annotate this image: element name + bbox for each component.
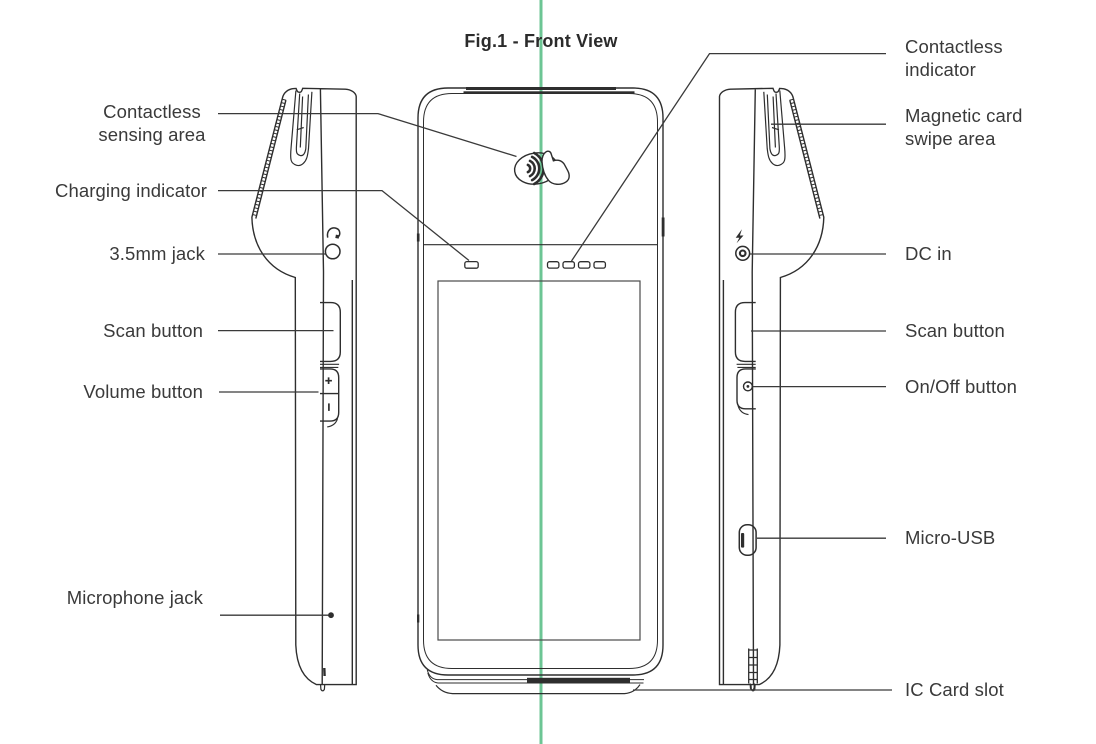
- contactless-waves: [526, 151, 545, 186]
- right-side-view-details: [735, 229, 758, 691]
- left-side-view: [251, 87, 357, 692]
- label-microphone-jack: Microphone jack: [66, 587, 203, 608]
- label-ic-card-slot: IC Card slot: [905, 679, 1004, 700]
- jack-opening: [324, 243, 341, 260]
- label-on-off-button: On/Off button: [905, 376, 1018, 397]
- volume-rocker: [320, 368, 340, 428]
- label-contactless-indicator: Contactless indicator: [905, 36, 1003, 80]
- microphone-hole: [328, 612, 334, 619]
- magnetic-swipe-channel: [763, 89, 786, 167]
- power-button-icon: [742, 381, 754, 392]
- figure-title: Fig.1 - Front View: [464, 31, 618, 51]
- right-side-view: [718, 87, 825, 692]
- dc-in-port: [735, 229, 751, 261]
- edge-mark: [416, 233, 420, 242]
- leader-contactless-indicator: [570, 52, 886, 262]
- tapping-hand-icon: [541, 150, 570, 185]
- contactless-payment-icon: [513, 150, 570, 186]
- label-scan-button-left: Scan button: [103, 320, 203, 341]
- edge-mark: [417, 614, 420, 623]
- power-button: [736, 368, 756, 416]
- volume-up-icon: [325, 377, 332, 384]
- label-magnetic-card-swipe-area: Magnetic card swipe area: [905, 105, 1023, 149]
- hatched-edge: [254, 99, 284, 218]
- headset-jack-icon: [326, 227, 341, 238]
- label-dc-in: DC in: [905, 243, 952, 264]
- edge-mark: [661, 217, 665, 237]
- label-micro-usb: Micro-USB: [905, 527, 996, 548]
- ic-card-slot-side: [748, 648, 758, 691]
- callout-leader-lines: [218, 52, 892, 691]
- label-3-5mm-jack: 3.5mm jack: [109, 243, 205, 264]
- card-slot-channel: [290, 89, 313, 167]
- headset-jack: [324, 227, 341, 260]
- screen: [437, 280, 641, 641]
- ic-card-slot-front: [527, 677, 630, 683]
- label-charging-indicator: Charging indicator: [55, 180, 207, 201]
- charging-indicator-led: [464, 260, 479, 269]
- label-volume-button: Volume button: [83, 381, 203, 402]
- speaker-slot: [466, 87, 616, 90]
- label-contactless-sensing-area: Contactless sensing area: [98, 101, 206, 145]
- dc-power-icon: [735, 229, 744, 244]
- device-outline: [417, 87, 664, 676]
- micro-usb-port: [738, 523, 757, 557]
- leader-charging-indicator: [218, 189, 470, 262]
- contactless-indicator-leds: [546, 261, 607, 269]
- bottom-chin: [426, 669, 644, 695]
- ic-slot-tip: [320, 684, 326, 692]
- label-scan-button-right: Scan button: [905, 320, 1005, 341]
- front-view: [416, 87, 665, 695]
- leader-contactless-sensing-area: [218, 112, 517, 158]
- hatched-edge: [792, 99, 822, 218]
